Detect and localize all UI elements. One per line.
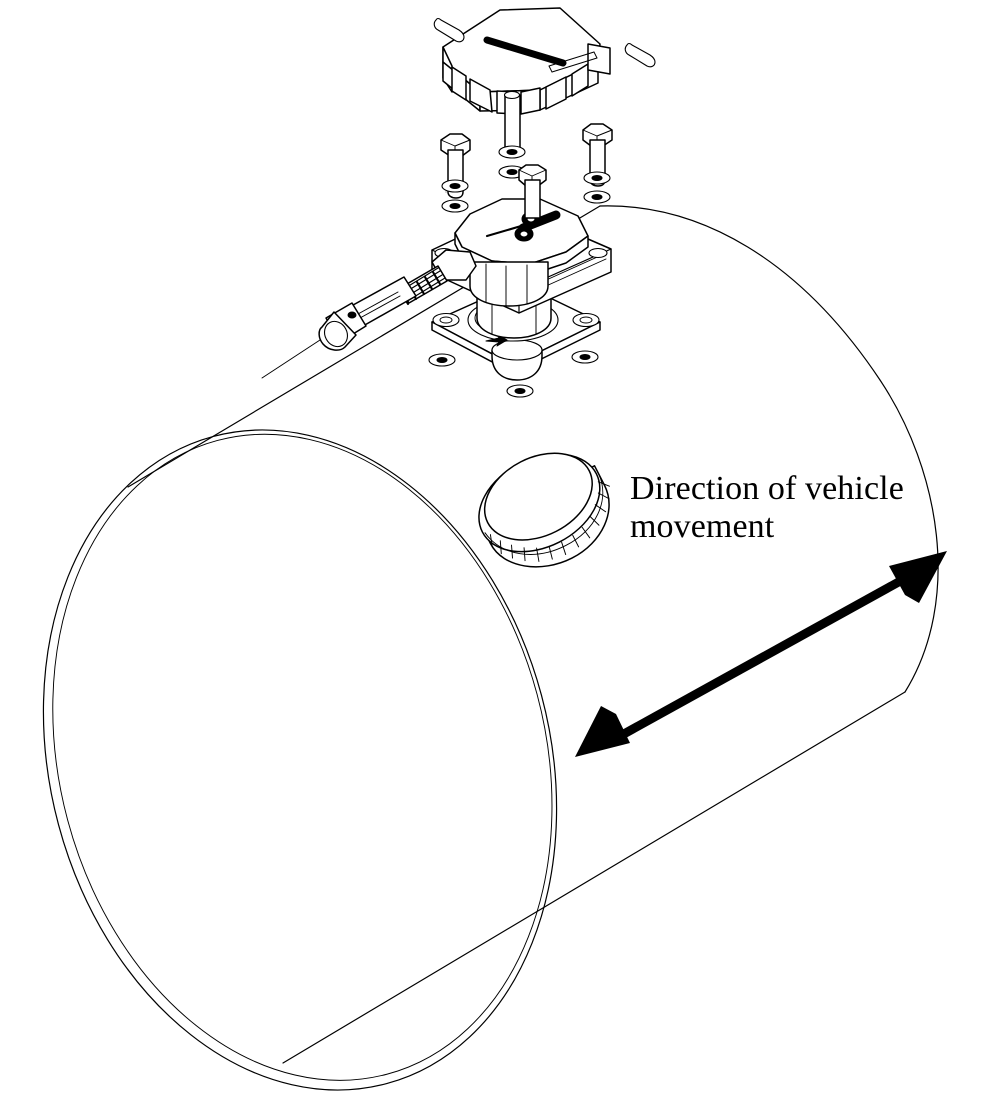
tank-front-face-inner (52, 433, 553, 1081)
bolt-center-back (498, 90, 526, 179)
fuel-filler-cap (478, 452, 610, 568)
direction-arrow (575, 551, 947, 757)
bolt-front (518, 164, 547, 219)
retaining-pins (433, 17, 656, 68)
bolt-right (582, 123, 613, 204)
fastener-set (428, 90, 613, 398)
sensor-cable-and-connector (261, 265, 448, 379)
sensor-protective-cover (442, 7, 611, 115)
direction-of-vehicle-movement-label: Direction of vehicle movement (630, 470, 904, 546)
bolt-left (440, 133, 471, 213)
tank-front-face-outer (42, 429, 558, 1091)
loose-washers (428, 191, 599, 398)
